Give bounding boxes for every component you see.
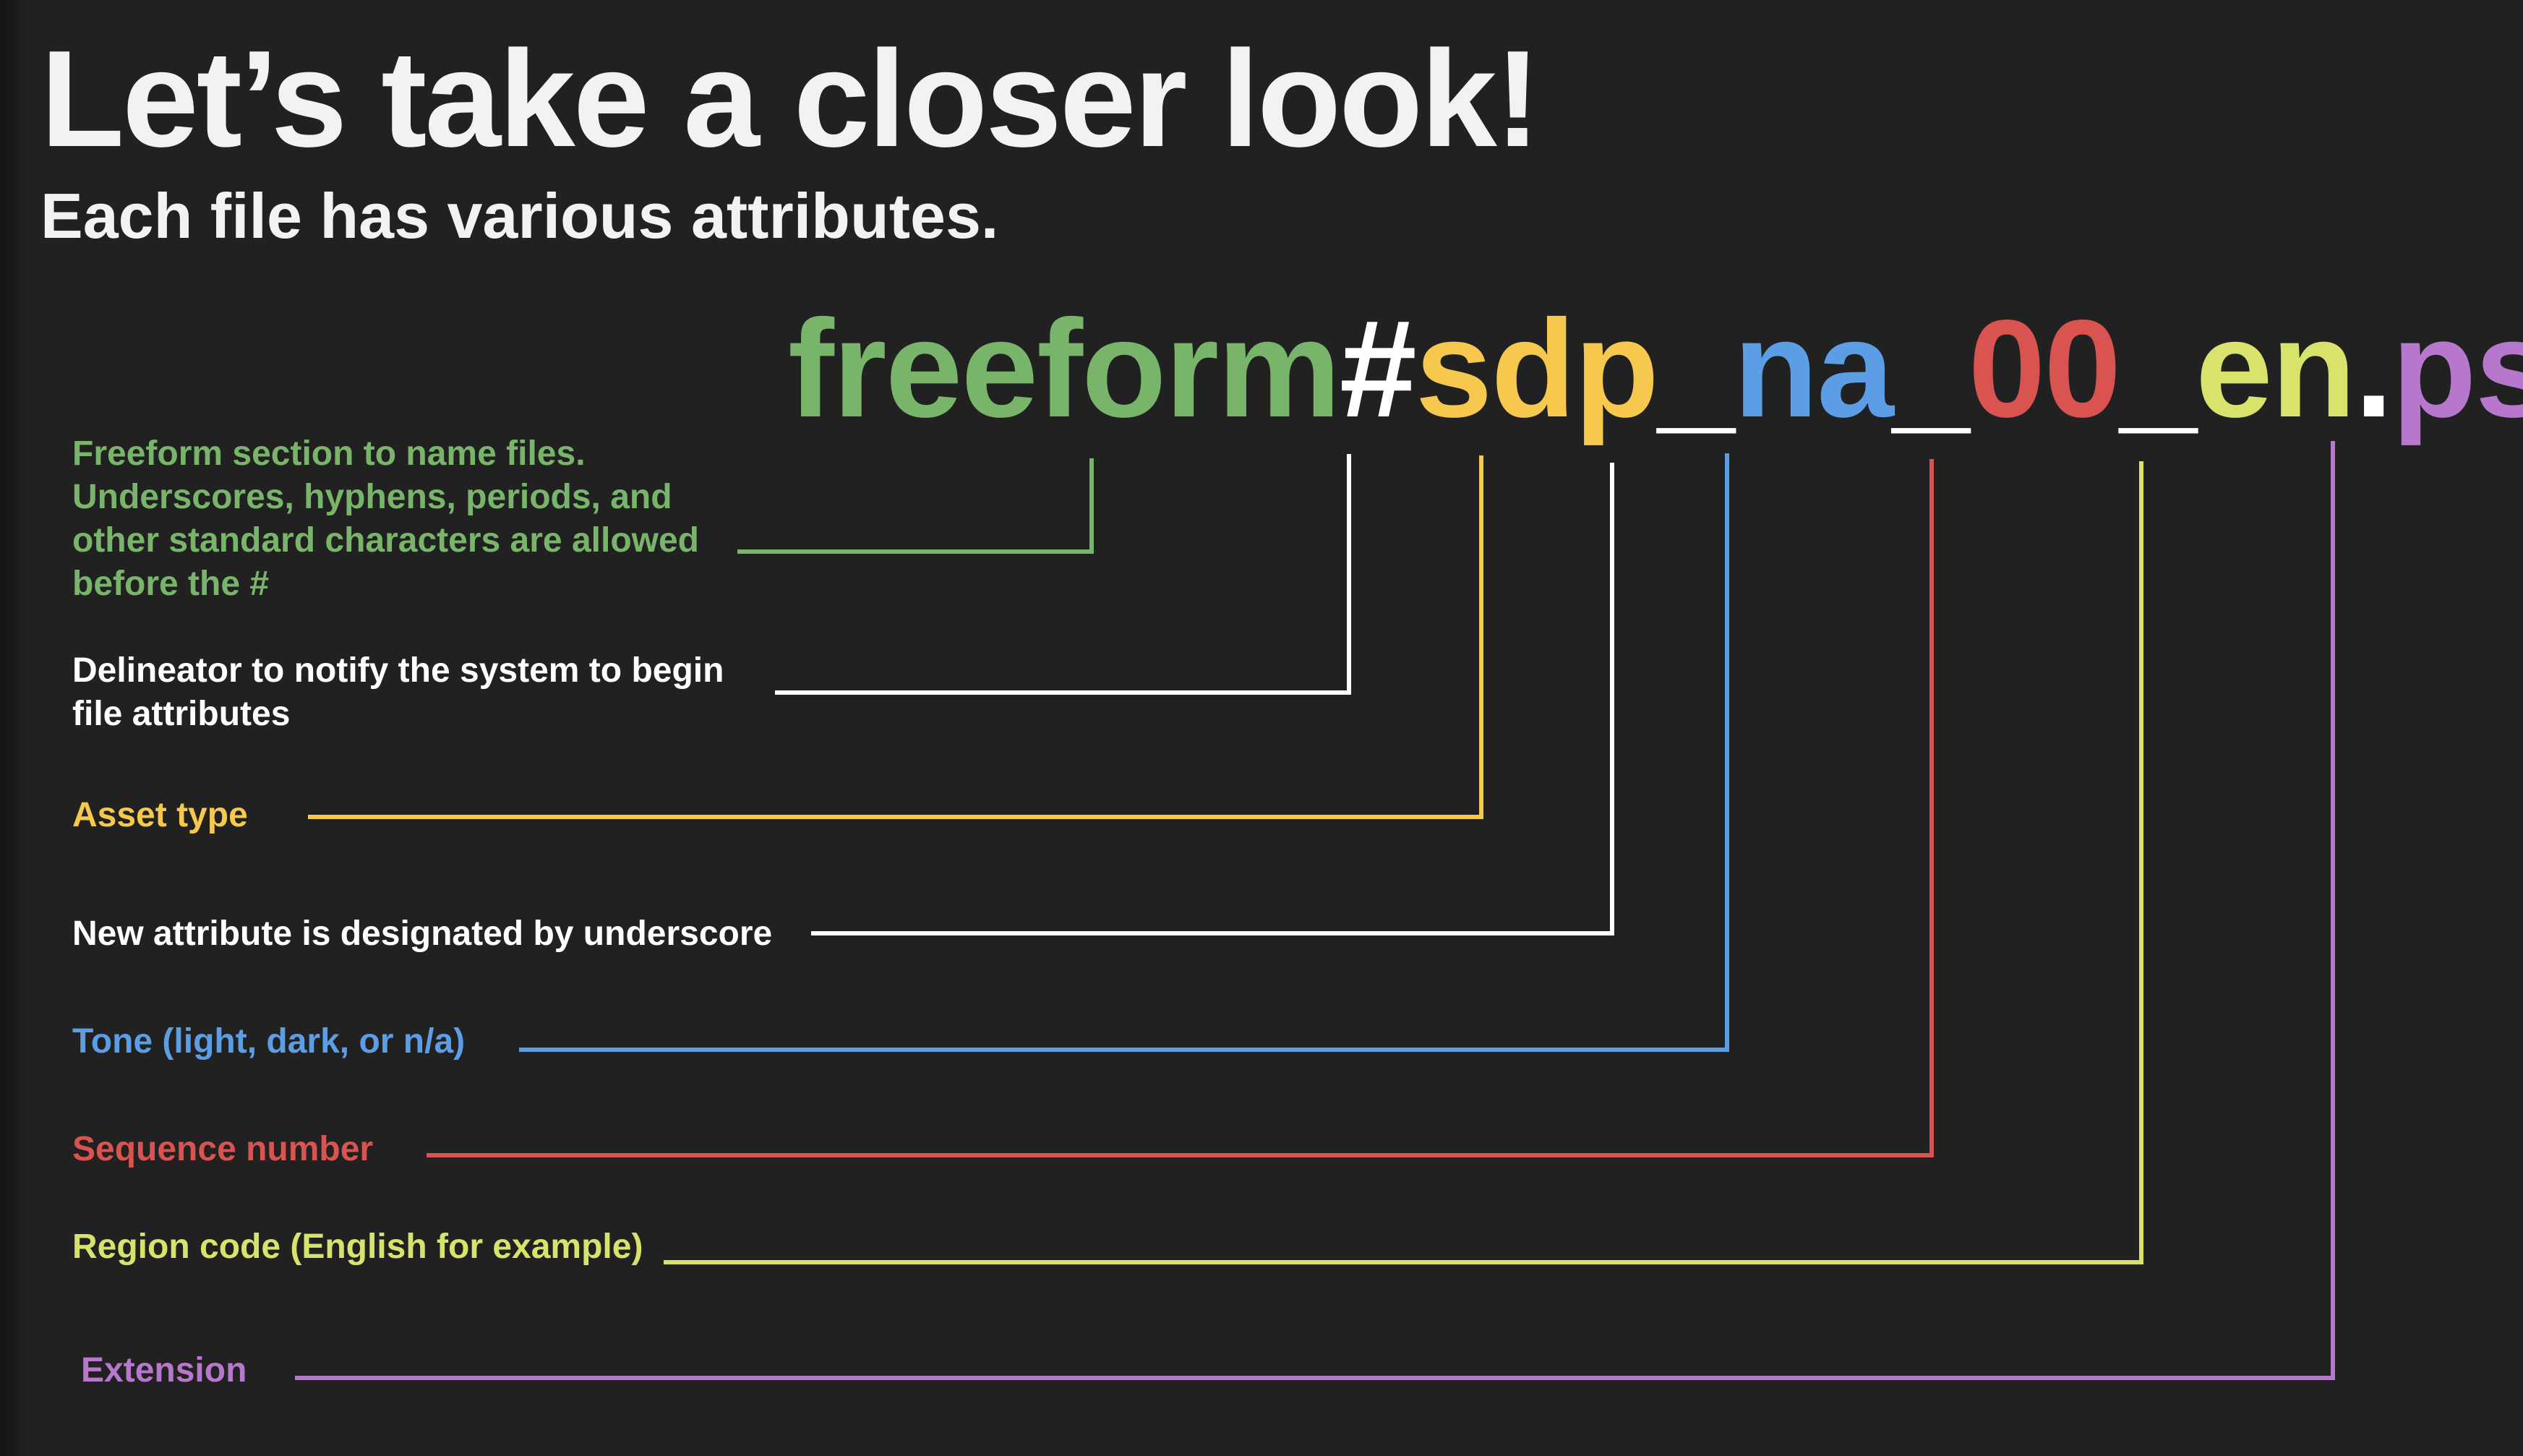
slide-edge-shadow xyxy=(0,0,29,1456)
connector-underscore xyxy=(811,463,1614,935)
label-delineator: Delineator to notify the system to begin… xyxy=(72,651,724,733)
connector-tone xyxy=(519,453,1729,1052)
label-tone: Tone (light, dark, or n/a) xyxy=(72,1022,466,1061)
filename-part-underscore-1: _ xyxy=(1658,291,1735,446)
connector-extension xyxy=(295,441,2335,1380)
label-sequence-number: Sequence number xyxy=(72,1130,374,1168)
label-underscore: New attribute is designated by underscor… xyxy=(72,915,773,953)
slide-title: Let’s take a closer look! xyxy=(40,22,1541,176)
connector-asset-type xyxy=(308,455,1483,819)
slide-subtitle: Each file has various attributes. xyxy=(40,180,999,252)
filename-part-sequence: 00 xyxy=(1968,291,2122,446)
filename-part-hash: # xyxy=(1339,291,1417,446)
connector-freeform xyxy=(737,458,1094,554)
connector-region xyxy=(664,461,2143,1264)
label-freeform-section: Freeform section to name files. Undersco… xyxy=(72,434,699,603)
filename-part-asset-type: sdp xyxy=(1415,291,1659,446)
label-extension: Extension xyxy=(81,1351,247,1389)
filename-part-period: . xyxy=(2355,291,2393,446)
connector-delineator xyxy=(775,454,1351,695)
label-asset-type: Asset type xyxy=(72,796,248,834)
filename-part-freeform: freeform xyxy=(788,291,1341,446)
filename-part-underscore-2: _ xyxy=(1892,291,1970,446)
filename-part-underscore-3: _ xyxy=(2120,291,2197,446)
filename-part-tone: na xyxy=(1733,291,1894,446)
filename-part-region: en xyxy=(2195,291,2356,446)
connector-sequence xyxy=(427,459,1934,1157)
example-filename: freeform#sdp_na_00_en.psd xyxy=(788,289,2523,449)
label-region-code: Region code (English for example) xyxy=(72,1228,643,1266)
filename-part-extension: psd xyxy=(2391,291,2523,446)
